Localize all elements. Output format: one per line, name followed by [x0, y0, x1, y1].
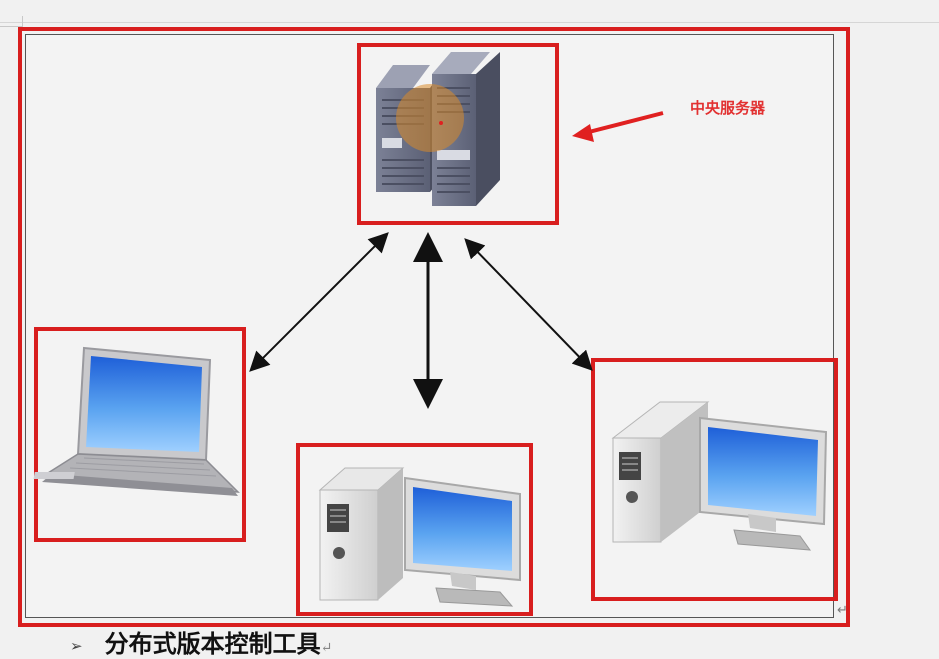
section-heading-text: 分布式版本控制工具 — [104, 629, 321, 658]
server-label: 中央服务器 — [690, 99, 766, 117]
bullet-arrow-icon: ➢ — [70, 636, 83, 655]
server-annotation-arrow — [584, 111, 664, 135]
server-highlight-box — [357, 43, 559, 225]
desktop-right-highlight-box — [591, 358, 838, 601]
laptop-highlight-box — [34, 327, 246, 542]
page-corner-mark — [0, 16, 23, 27]
desktop-computer-icon — [318, 467, 521, 607]
laptop-icon — [33, 346, 240, 496]
server-rack-icon — [376, 52, 500, 206]
frame-return-mark: ↵ — [837, 603, 848, 618]
arrow-server-laptop — [249, 232, 389, 372]
desktop-center-highlight-box — [296, 443, 533, 616]
desktop-computer-icon-right — [611, 401, 828, 551]
page-top-line — [0, 22, 939, 23]
diagram-outer-highlight — [18, 27, 850, 627]
paragraph-return-mark: ↵ — [320, 640, 333, 656]
arrow-server-desktop-right — [464, 238, 593, 371]
section-heading: ➢ 分布式版本控制工具↵ — [70, 624, 332, 659]
